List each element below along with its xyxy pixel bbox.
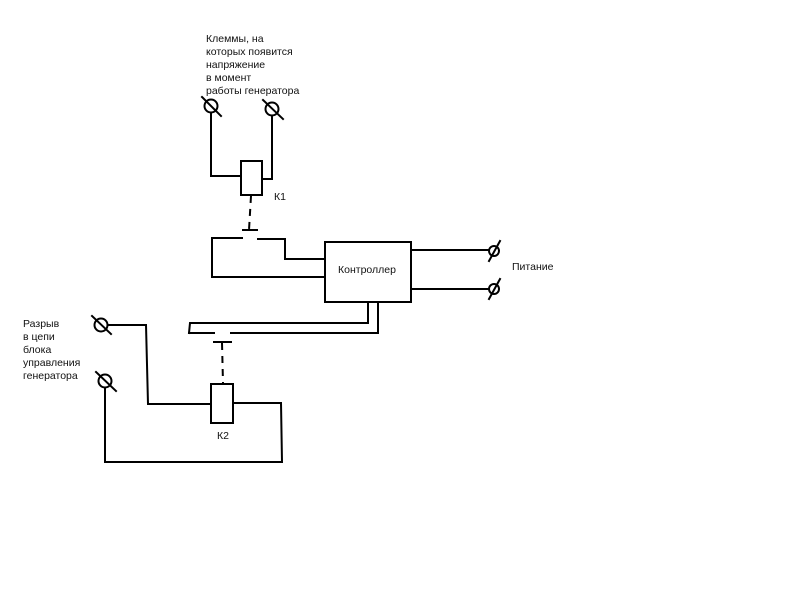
wire-k1-contact-right	[257, 238, 326, 260]
wire-gen1-k1	[210, 112, 242, 177]
relay-k2-label: К2	[217, 430, 229, 442]
controller-block	[324, 241, 412, 303]
relay-k1-label: К1	[274, 191, 286, 203]
break-note: Разрыв в цепи блока управления генератор…	[23, 318, 81, 382]
power-terminal-1	[487, 239, 502, 263]
wire-ctrl-k2-contact-a	[187, 301, 369, 335]
wire-k1-contact-left	[211, 237, 326, 278]
k1-mechanical-link	[248, 195, 252, 231]
gen-terminal-2	[261, 98, 285, 121]
k2-mechanical-link	[221, 342, 224, 384]
relay-k1-coil	[240, 160, 263, 196]
gen-terminal-1	[200, 95, 223, 118]
wire-break2-k2	[104, 387, 284, 463]
top-terminals-note: Клеммы, на которых появится напряжение в…	[206, 33, 300, 97]
wire-gen2-k1	[261, 115, 273, 180]
relay-k2-coil	[210, 383, 234, 424]
controller-label: Контроллер	[338, 264, 396, 276]
power-label: Питание	[512, 261, 554, 273]
wire-break1-k2	[107, 324, 212, 405]
wire-ctrl-k2-contact-b	[230, 301, 379, 334]
power-terminal-2	[487, 277, 502, 301]
